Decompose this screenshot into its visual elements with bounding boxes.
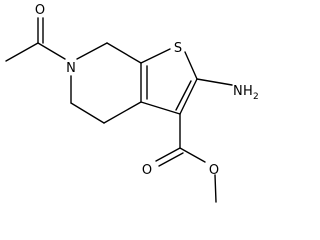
amine-n-label: N	[233, 84, 243, 99]
atom-acetyl-oxygen-label: O	[35, 3, 45, 18]
bond-c7a-s	[140, 48, 171, 64]
bond-ch2-top-c7a	[106, 42, 142, 64]
bond-o-methyl	[214, 174, 217, 203]
bond-c2-c3	[179, 78, 198, 115]
amine-h-label: H	[243, 84, 253, 99]
atom-ester-oxygen-label: O	[209, 163, 219, 178]
bond-methyl-acetyl	[5, 42, 39, 62]
bond-acetyl-to-n	[37, 42, 66, 60]
bond-c4-c3a	[103, 101, 142, 124]
atom-carbonyl-oxygen-label: O	[142, 163, 152, 178]
atom-ring-nitrogen-label: N	[66, 61, 76, 76]
atom-sulfur-label: S	[174, 41, 182, 56]
molecule-structure: S N O O O N H 2	[5, 3, 259, 203]
bond-ester-carbon-o	[179, 147, 206, 163]
bond-c2-c3-inner	[175, 80, 192, 111]
amine-subscript-label: 2	[253, 92, 259, 102]
bond-ester-carbonyl-a	[155, 147, 181, 162]
bond-n-ch2-top	[76, 42, 108, 60]
bond-ester-carbonyl-b	[158, 152, 184, 167]
bond-s-c2	[184, 51, 198, 80]
bond-ch2-c4	[70, 102, 105, 124]
bond-c2-nh2	[196, 78, 233, 86]
amine-group-label: N H 2	[233, 84, 259, 102]
bond-c3-c3a	[140, 101, 181, 115]
